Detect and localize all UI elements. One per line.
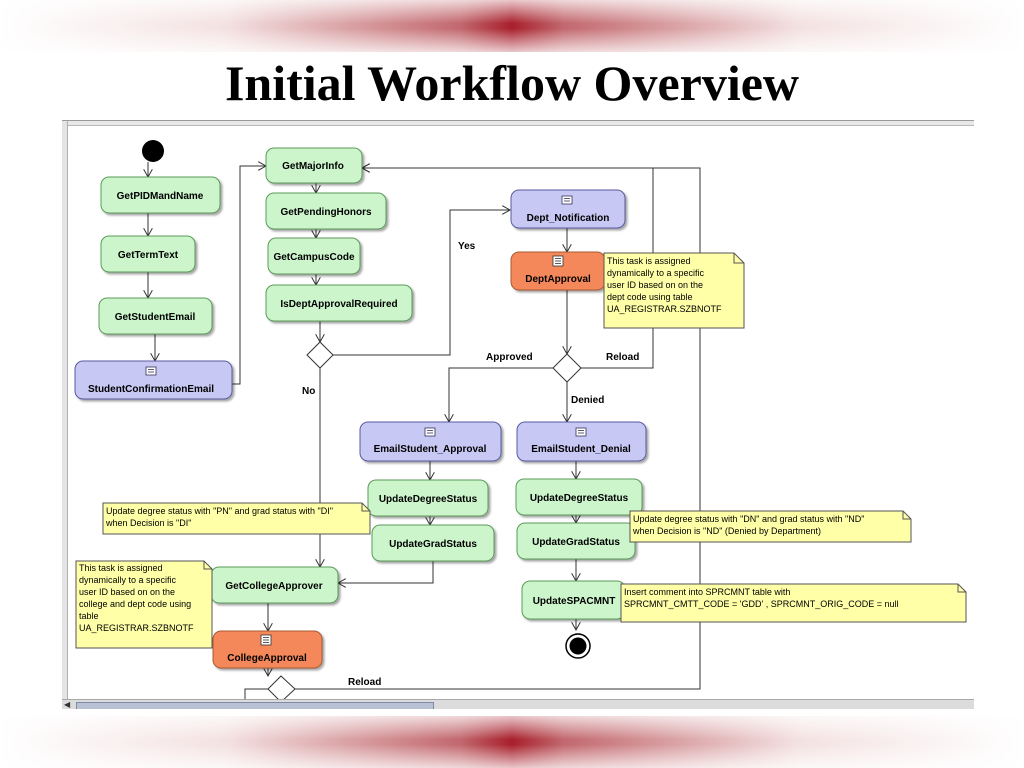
- end-node: [565, 633, 591, 659]
- canvas-top-strip: [62, 121, 974, 126]
- svg-text:IsDeptApprovalRequired: IsDeptApprovalRequired: [280, 299, 397, 310]
- svg-text:UpdateGradStatus: UpdateGradStatus: [532, 537, 620, 548]
- horizontal-scrollbar[interactable]: ◀: [62, 699, 974, 709]
- svg-text:GetStudentEmail: GetStudentEmail: [115, 312, 196, 323]
- svg-text:college and dept code using: college and dept code using: [79, 599, 191, 609]
- note-college-task: This task is assigned dynamically to a s…: [75, 560, 213, 649]
- note-degree-dn: Update degree status with "DN" and grad …: [629, 510, 912, 543]
- email-task-icon: [424, 427, 436, 437]
- edge-decision-yes-to-deptnotification: [333, 210, 510, 356]
- email-task-icon: [575, 427, 587, 437]
- task-update-spacmnt: UpdateSPACMNT: [521, 580, 626, 620]
- svg-text:EmailStudent_Denial: EmailStudent_Denial: [531, 444, 631, 455]
- canvas-vertical-ruler: [62, 121, 68, 709]
- task-get-pidm: GetPIDMandName: [100, 176, 221, 214]
- svg-text:when Decision is "ND" (Denied: when Decision is "ND" (Denied by Departm…: [632, 526, 821, 536]
- form-task-icon: [552, 255, 564, 267]
- email-student-denial: EmailStudent_Denial: [516, 421, 647, 462]
- scrollbar-thumb[interactable]: [76, 702, 434, 709]
- svg-text:UpdateDegreeStatus: UpdateDegreeStatus: [379, 494, 478, 505]
- svg-text:SPRCMNT_CMTT_CODE = 'GDD' , SP: SPRCMNT_CMTT_CODE = 'GDD' , SPRCMNT_ORIG…: [624, 599, 898, 609]
- svg-text:dynamically to a specific: dynamically to a specific: [79, 575, 177, 585]
- svg-text:StudentConfirmationEmail: StudentConfirmationEmail: [88, 384, 214, 395]
- svg-text:dynamically to a specific: dynamically to a specific: [607, 268, 705, 278]
- task-is-dept-approval-required: IsDeptApprovalRequired: [265, 284, 413, 322]
- svg-text:GetCollegeApprover: GetCollegeApprover: [225, 581, 322, 592]
- svg-text:CollegeApproval: CollegeApproval: [227, 653, 307, 664]
- task-get-term: GetTermText: [100, 235, 196, 273]
- header-gradient-band: [0, 0, 1024, 52]
- scroll-left-arrow-icon[interactable]: ◀: [64, 700, 71, 709]
- note-dept-task: This task is assigned dynamically to a s…: [603, 252, 745, 329]
- svg-text:UA_REGISTRAR.SZBNOTF: UA_REGISTRAR.SZBNOTF: [607, 304, 722, 314]
- svg-text:user ID based on on the: user ID based on on the: [607, 280, 703, 290]
- approval-dept: DeptApproval: [510, 251, 606, 291]
- edge-label-reload-dept: Reload: [606, 352, 639, 363]
- svg-text:GetPIDMandName: GetPIDMandName: [117, 191, 204, 202]
- edge-label-yes: Yes: [458, 241, 476, 252]
- svg-text:This task is assigned: This task is assigned: [79, 563, 163, 573]
- footer-gradient-band: [0, 716, 1024, 768]
- approval-college: CollegeApproval: [212, 630, 323, 669]
- decision-dept-required: [306, 341, 334, 369]
- decision-dept-approval: [552, 353, 582, 383]
- svg-text:GetTermText: GetTermText: [118, 250, 179, 261]
- svg-text:when Decision is "DI": when Decision is "DI": [105, 518, 191, 528]
- svg-text:GetPendingHonors: GetPendingHonors: [280, 207, 372, 218]
- svg-text:user ID based on on the: user ID based on on the: [79, 587, 175, 597]
- task-get-pending: GetPendingHonors: [265, 192, 387, 230]
- start-node: [142, 140, 164, 162]
- edge-label-no: No: [302, 386, 315, 397]
- svg-text:DeptApproval: DeptApproval: [525, 274, 591, 285]
- task-update-degree-denial: UpdateDegreeStatus: [515, 478, 643, 516]
- edge-approved-to-emailapproval: [449, 367, 553, 422]
- edge-college-approved-continue: [244, 688, 268, 699]
- email-student-approval: EmailStudent_Approval: [359, 421, 502, 462]
- task-get-campus: GetCampusCode: [267, 237, 361, 275]
- task-get-major: GetMajorInfo: [265, 147, 363, 184]
- svg-text:UpdateDegreeStatus: UpdateDegreeStatus: [530, 493, 629, 504]
- svg-text:GetMajorInfo: GetMajorInfo: [282, 161, 344, 172]
- svg-text:Insert comment into SPRCMNT ta: Insert comment into SPRCMNT table with: [624, 587, 790, 597]
- slide-title: Initial Workflow Overview: [224, 55, 800, 111]
- email-task-icon: [145, 366, 157, 376]
- edge-confemail-to-getmajor: [232, 166, 266, 385]
- edge-label-approved: Approved: [486, 352, 533, 363]
- workflow-diagram: GetPIDMandName GetTermText GetStudentEma…: [74, 140, 967, 703]
- svg-text:dept code using table: dept code using table: [607, 292, 693, 302]
- edge-college-reload-to-getmajor: [295, 168, 701, 690]
- task-update-degree-approval: UpdateDegreeStatus: [367, 479, 489, 517]
- svg-text:Dept_Notification: Dept_Notification: [527, 213, 610, 224]
- email-dept-notification: Dept_Notification: [510, 189, 626, 229]
- email-student-confirmation: StudentConfirmationEmail: [74, 360, 233, 400]
- task-update-grad-denial: UpdateGradStatus: [516, 522, 636, 560]
- svg-text:Update degree status with "DN": Update degree status with "DN" and grad …: [633, 514, 864, 524]
- edge-updategrad-to-getcollege: [338, 561, 434, 583]
- task-get-email: GetStudentEmail: [98, 297, 213, 335]
- svg-text:table: table: [79, 611, 99, 621]
- svg-text:GetCampusCode: GetCampusCode: [273, 252, 355, 263]
- svg-text:This task is assigned: This task is assigned: [607, 256, 691, 266]
- svg-text:UA_REGISTRAR.SZBNOTF: UA_REGISTRAR.SZBNOTF: [79, 623, 194, 633]
- form-task-icon: [260, 634, 272, 646]
- svg-text:UpdateGradStatus: UpdateGradStatus: [389, 539, 477, 550]
- svg-text:EmailStudent_Approval: EmailStudent_Approval: [374, 444, 487, 455]
- svg-text:UpdateSPACMNT: UpdateSPACMNT: [533, 596, 616, 607]
- note-degree-pn: Update degree status with "PN" and grad …: [102, 502, 371, 535]
- decision-college-approval: [267, 675, 296, 703]
- email-task-icon: [561, 195, 573, 205]
- workflow-diagram-canvas: GetPIDMandName GetTermText GetStudentEma…: [62, 120, 974, 709]
- task-get-college-approver: GetCollegeApprover: [210, 566, 339, 604]
- note-sprcmnt: Insert comment into SPRCMNT table with S…: [620, 583, 967, 623]
- edge-label-reload-college: Reload: [348, 677, 381, 688]
- task-update-grad-approval: UpdateGradStatus: [371, 524, 495, 562]
- svg-text:Update degree status with "PN": Update degree status with "PN" and grad …: [106, 506, 333, 516]
- edge-label-denied: Denied: [571, 395, 604, 406]
